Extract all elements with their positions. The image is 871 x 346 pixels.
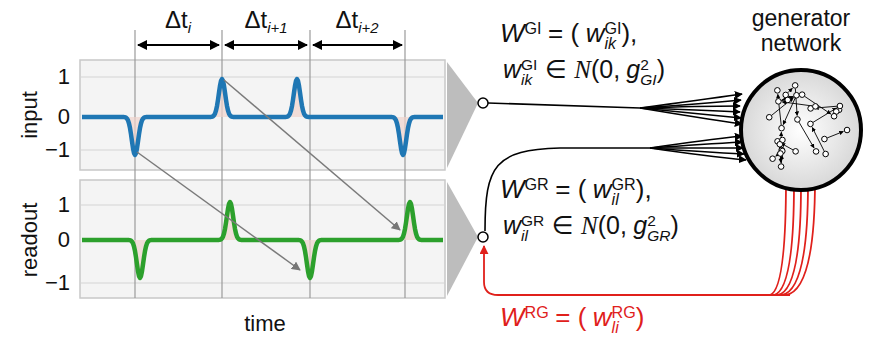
label-text: ik [521,72,537,87]
figure-label: WGR= (wGRil), [500,176,652,207]
readout-unit [478,232,488,242]
label-text: ), [636,174,652,204]
figure-label: 0 [58,106,70,128]
index-stack: GIik [604,21,621,52]
label-text: readout [17,203,42,278]
label-text: GI [640,72,656,87]
figure-label: time [244,313,286,335]
pulse-shade [82,79,443,155]
label-text: ), [621,18,637,48]
label-text: Δt [165,6,188,33]
label-text: 1 [58,64,70,89]
label-text: (0, [598,211,627,239]
figure-label: Δti+1 [245,8,288,35]
signals [82,79,443,278]
label-text: 0 [58,104,70,129]
label-text: = ( [555,174,586,204]
label-text: w [503,55,521,83]
index-stack: GIik [521,58,537,87]
label-text: li [612,320,636,335]
label-text: i+2 [358,20,378,36]
figure-label: 1 [58,194,70,216]
label-text: ) [670,211,678,239]
label-text: ∈ [545,55,567,83]
label-text: ) [657,55,665,83]
label-text: = ( [555,302,586,332]
input-funnel [447,62,478,168]
label-text: GR [647,228,670,243]
label-text: N [581,212,598,239]
label-text: ∈ [552,211,574,239]
label-text: g [626,55,640,83]
label-text: i+1 [267,20,287,36]
figure-label: WGI= (wGIik), [500,20,637,51]
figure-label: Δti [165,8,191,35]
figure-label: readout [19,203,41,278]
figure-label: −1 [45,272,70,294]
interval-arrows [138,44,402,46]
label-text: GR [521,214,544,229]
label-text: input [17,91,42,139]
label-text: ik [604,36,621,51]
label-text: −1 [45,137,70,162]
label-text: il [612,192,636,207]
label-text: Δt [245,6,268,33]
label-text: N [574,56,591,83]
label-text: 1 [58,192,70,217]
label-text: GR [525,175,549,193]
label-text: w [503,211,521,239]
label-text: w [593,174,612,204]
label-text: GI [525,19,542,37]
node-title: generator network [733,6,869,57]
figure-label: wGRil∈N(0,g2GR) [503,213,679,243]
label-text: GI [604,21,621,36]
label-text: RG [525,303,549,321]
figure-label: Δti+2 [336,8,379,35]
figure-label: input [19,91,41,139]
pulse-shade [82,202,443,278]
label-text: 0 [58,227,70,252]
label-text: ) [636,302,645,332]
label-text: time [244,311,286,336]
figure-label: 0 [58,229,70,251]
delay-arrows [137,80,400,270]
signal-trace [82,79,443,155]
label-text: Δt [336,6,359,33]
network-node: generator network [733,6,869,194]
readout-funnel [447,182,478,296]
figure-label: wGIik∈N(0,g2GI) [503,57,665,87]
label-text: (0, [591,55,620,83]
label-text: g [633,211,647,239]
input-weights [488,94,742,124]
label-text: i [188,20,191,36]
figure-label: 1 [58,66,70,88]
readout-weight-formula: WRG= (wRGli) [500,304,644,335]
label-text: w [593,302,612,332]
index-stack: 2GI [640,58,656,87]
index-stack: RGli [612,305,636,336]
input-unit [478,98,488,108]
label-text: W [500,302,525,332]
label-text: 2 [647,214,670,229]
label-text: w [586,18,605,48]
figure-label: −1 [45,139,70,161]
label-text: GR [612,177,636,192]
label-text: = ( [548,18,579,48]
label-text: W [500,18,525,48]
label-text: −1 [45,270,70,295]
label-text: il [521,228,544,243]
label-text: W [500,174,525,204]
index-stack: GRil [521,214,544,243]
label-text: GI [521,58,537,73]
signal-trace [82,202,443,278]
time-marks [135,30,405,298]
index-stack: GRil [612,177,636,208]
index-stack: 2GR [647,214,670,243]
label-text: RG [612,305,636,320]
label-text: 2 [640,58,656,73]
